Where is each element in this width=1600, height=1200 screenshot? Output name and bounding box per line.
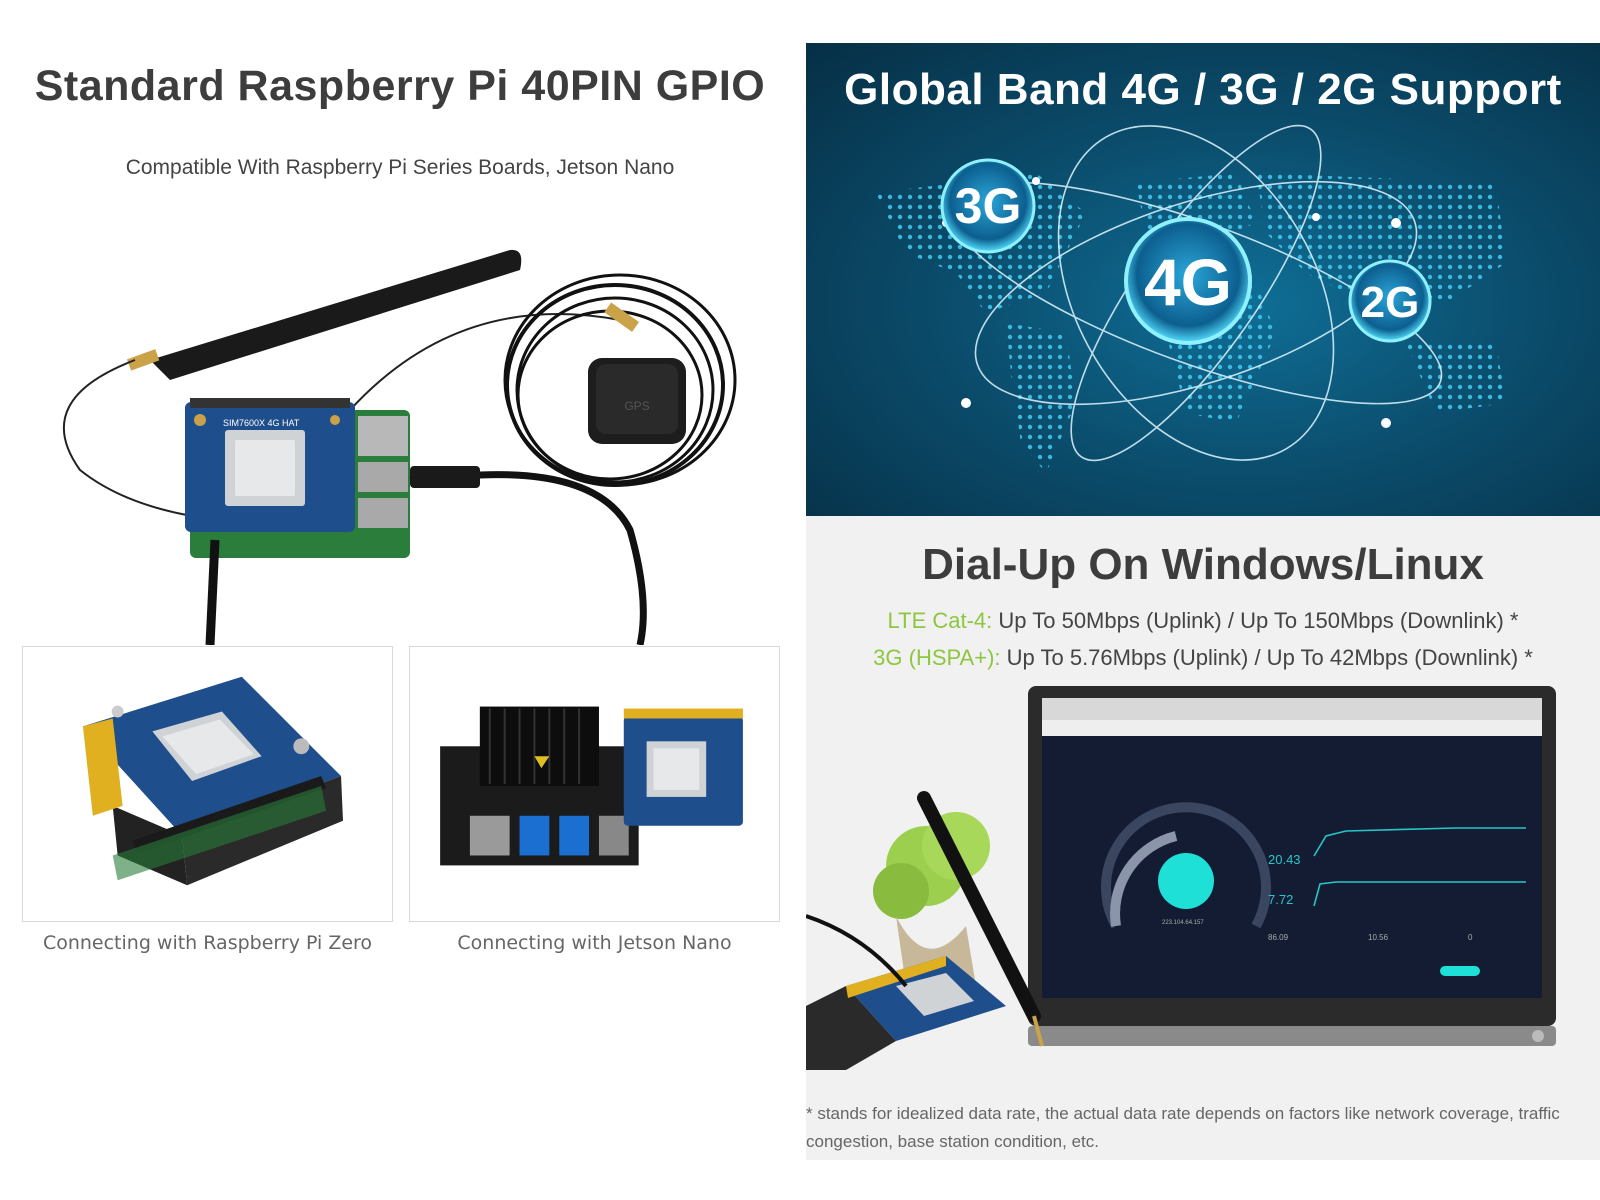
world-map-graphic: 3G 4G 2G: [876, 124, 1506, 473]
jetson-nano-image: [440, 706, 743, 866]
rate-footnote: * stands for idealized data rate, the ac…: [806, 1104, 1560, 1151]
hspa-speed-line: 3G (HSPA+): Up To 5.76Mbps (Uplink) / Up…: [806, 645, 1600, 671]
hspa-speed-text: Up To 5.76Mbps (Uplink) / Up To 42Mbps (…: [1000, 645, 1533, 670]
svg-text:3G: 3G: [955, 178, 1022, 234]
ip-text: 223.104.64.157: [1162, 920, 1204, 926]
jitter-value: 10.56: [1368, 933, 1389, 942]
loss-value: 0: [1468, 933, 1473, 942]
download-value: 20.43: [1268, 852, 1301, 867]
speed-gauge: [1101, 802, 1271, 929]
pi-zero-thumbnail: [22, 646, 393, 922]
ping-value: 86.09: [1268, 933, 1289, 942]
badge-3g: 3G: [940, 158, 1036, 254]
jetson-nano-thumbnail: [409, 646, 780, 922]
monitor-demo-image: 20.43 7.72 86.09 10.56 0 223.104.64.157: [806, 686, 1556, 1070]
global-band-title: Global Band 4G / 3G / 2G Support: [844, 65, 1562, 114]
badge-4g: 4G: [1124, 217, 1252, 345]
pi-zero-image: [82, 676, 344, 886]
gpio-subtitle: Compatible With Raspberry Pi Series Boar…: [125, 156, 675, 179]
lte-speed-text: Up To 50Mbps (Uplink) / Up To 150Mbps (D…: [992, 608, 1519, 633]
hat-board-front: [806, 956, 1006, 1070]
lte-antenna: [127, 249, 522, 380]
speed-chart: [1313, 827, 1526, 907]
svg-text:GPS: GPS: [624, 399, 649, 413]
dial-up-section: Dial-Up On Windows/Linux LTE Cat-4: Up T…: [806, 516, 1600, 1160]
lte-speed-line: LTE Cat-4: Up To 50Mbps (Uplink) / Up To…: [806, 608, 1600, 634]
svg-text:2G: 2G: [1361, 278, 1420, 327]
dial-up-title: Dial-Up On Windows/Linux: [922, 540, 1484, 589]
upload-value: 7.72: [1268, 892, 1293, 907]
hspa-tag: 3G (HSPA+):: [873, 645, 1001, 670]
gps-antenna: GPS: [588, 358, 686, 444]
badge-2g: 2G: [1348, 259, 1432, 343]
lte-tag: LTE Cat-4:: [887, 608, 993, 633]
sim7600-hat-board: SIM7600X 4G HAT: [185, 398, 410, 558]
jetson-nano-caption: Connecting with Jetson Nano: [457, 932, 732, 954]
global-band-section: 3G 4G 2G Global Band 4G / 3G / 2G Suppor…: [806, 43, 1600, 516]
pi-zero-caption: Connecting with Raspberry Pi Zero: [42, 932, 373, 954]
hero-product-image: GPS SIM7600X 4G HAT: [63, 249, 737, 645]
svg-text:SIM7600X 4G HAT: SIM7600X 4G HAT: [223, 418, 300, 428]
svg-text:4G: 4G: [1144, 245, 1232, 319]
gpio-title: Standard Raspberry Pi 40PIN GPIO: [34, 62, 766, 110]
